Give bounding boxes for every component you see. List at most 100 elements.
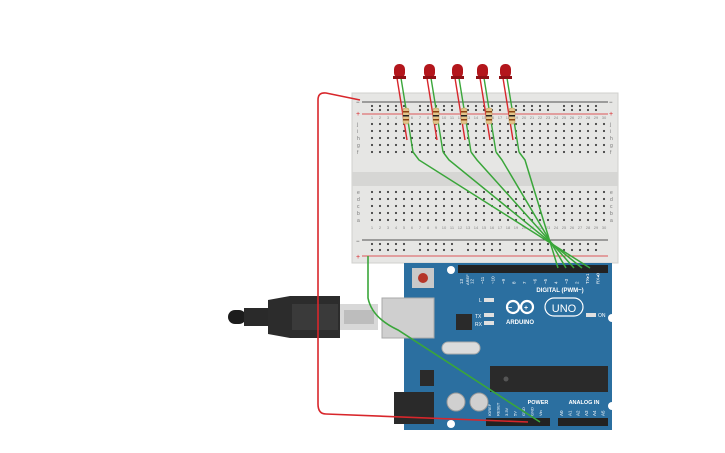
- rail-hole[interactable]: [386, 104, 390, 108]
- arduino-uno-board[interactable]: L TX RX ON AREF − + UNO ARDUINO DIGITAL …: [381, 263, 616, 430]
- breadboard-hole[interactable]: [466, 211, 470, 215]
- breadboard-hole[interactable]: [570, 143, 574, 147]
- breadboard-hole[interactable]: [594, 204, 598, 208]
- breadboard-hole[interactable]: [586, 190, 590, 194]
- breadboard-hole[interactable]: [506, 150, 510, 154]
- rail-hole[interactable]: [522, 104, 526, 108]
- rail-hole[interactable]: [426, 248, 430, 252]
- rail-hole[interactable]: [578, 104, 582, 108]
- rail-hole[interactable]: [586, 104, 590, 108]
- breadboard-hole[interactable]: [506, 136, 510, 140]
- breadboard-hole[interactable]: [594, 150, 598, 154]
- breadboard-hole[interactable]: [458, 204, 462, 208]
- breadboard-hole[interactable]: [522, 150, 526, 154]
- breadboard-hole[interactable]: [586, 129, 590, 133]
- breadboard-hole[interactable]: [498, 143, 502, 147]
- breadboard-hole[interactable]: [434, 150, 438, 154]
- rail-hole[interactable]: [530, 104, 534, 108]
- breadboard-hole[interactable]: [546, 190, 550, 194]
- breadboard-hole[interactable]: [586, 150, 590, 154]
- breadboard-hole[interactable]: [498, 136, 502, 140]
- breadboard-hole[interactable]: [418, 211, 422, 215]
- breadboard-hole[interactable]: [378, 190, 382, 194]
- breadboard-hole[interactable]: [450, 136, 454, 140]
- breadboard-hole[interactable]: [426, 218, 430, 222]
- usb-port[interactable]: [381, 297, 435, 339]
- breadboard-hole[interactable]: [554, 211, 558, 215]
- rail-hole[interactable]: [586, 242, 590, 246]
- signal-wire[interactable]: [495, 151, 567, 269]
- rail-hole[interactable]: [450, 248, 454, 252]
- breadboard-hole[interactable]: [370, 150, 374, 154]
- breadboard-hole[interactable]: [410, 190, 414, 194]
- breadboard-hole[interactable]: [498, 190, 502, 194]
- breadboard-hole[interactable]: [394, 143, 398, 147]
- breadboard-hole[interactable]: [570, 129, 574, 133]
- rail-hole[interactable]: [546, 104, 550, 108]
- breadboard-hole[interactable]: [474, 122, 478, 126]
- breadboard-hole[interactable]: [578, 190, 582, 194]
- breadboard-hole[interactable]: [394, 211, 398, 215]
- led[interactable]: [394, 64, 405, 78]
- breadboard-hole[interactable]: [570, 204, 574, 208]
- breadboard-hole[interactable]: [482, 197, 486, 201]
- breadboard-hole[interactable]: [522, 190, 526, 194]
- breadboard-hole[interactable]: [506, 129, 510, 133]
- breadboard-hole[interactable]: [370, 190, 374, 194]
- breadboard-hole[interactable]: [394, 218, 398, 222]
- rail-hole[interactable]: [538, 104, 542, 108]
- breadboard-hole[interactable]: [490, 150, 494, 154]
- rail-hole[interactable]: [490, 248, 494, 252]
- breadboard-hole[interactable]: [490, 190, 494, 194]
- rail-hole[interactable]: [578, 108, 582, 112]
- breadboard-hole[interactable]: [474, 197, 478, 201]
- breadboard-hole[interactable]: [402, 129, 406, 133]
- breadboard-hole[interactable]: [434, 218, 438, 222]
- breadboard-hole[interactable]: [474, 218, 478, 222]
- breadboard-hole[interactable]: [426, 129, 430, 133]
- breadboard-hole[interactable]: [482, 129, 486, 133]
- breadboard-hole[interactable]: [458, 136, 462, 140]
- breadboard-hole[interactable]: [578, 122, 582, 126]
- rail-hole[interactable]: [442, 108, 446, 112]
- breadboard-hole[interactable]: [370, 197, 374, 201]
- breadboard-hole[interactable]: [394, 150, 398, 154]
- breadboard-hole[interactable]: [498, 204, 502, 208]
- rail-hole[interactable]: [482, 248, 486, 252]
- breadboard-hole[interactable]: [402, 190, 406, 194]
- breadboard-hole[interactable]: [554, 143, 558, 147]
- rail-hole[interactable]: [570, 108, 574, 112]
- breadboard-hole[interactable]: [554, 129, 558, 133]
- breadboard-hole[interactable]: [546, 204, 550, 208]
- breadboard-hole[interactable]: [394, 197, 398, 201]
- breadboard-hole[interactable]: [570, 122, 574, 126]
- breadboard-hole[interactable]: [442, 204, 446, 208]
- breadboard-hole[interactable]: [394, 122, 398, 126]
- breadboard-hole[interactable]: [386, 204, 390, 208]
- breadboard-hole[interactable]: [458, 190, 462, 194]
- rail-hole[interactable]: [434, 242, 438, 246]
- rail-hole[interactable]: [546, 108, 550, 112]
- power-wires[interactable]: [317, 92, 529, 423]
- rail-hole[interactable]: [370, 104, 374, 108]
- breadboard-hole[interactable]: [602, 197, 606, 201]
- breadboard-hole[interactable]: [506, 190, 510, 194]
- breadboard-hole[interactable]: [522, 136, 526, 140]
- rail-hole[interactable]: [530, 242, 534, 246]
- rail-hole[interactable]: [378, 104, 382, 108]
- breadboard-hole[interactable]: [594, 129, 598, 133]
- rail-hole[interactable]: [498, 108, 502, 112]
- rail-hole[interactable]: [442, 104, 446, 108]
- breadboard-hole[interactable]: [562, 150, 566, 154]
- breadboard-hole[interactable]: [394, 190, 398, 194]
- breadboard-hole[interactable]: [602, 218, 606, 222]
- breadboard-hole[interactable]: [578, 204, 582, 208]
- breadboard-hole[interactable]: [458, 197, 462, 201]
- breadboard-hole[interactable]: [394, 129, 398, 133]
- breadboard-hole[interactable]: [442, 122, 446, 126]
- breadboard-hole[interactable]: [426, 150, 430, 154]
- breadboard-hole[interactable]: [474, 190, 478, 194]
- breadboard-hole[interactable]: [482, 190, 486, 194]
- breadboard-hole[interactable]: [490, 197, 494, 201]
